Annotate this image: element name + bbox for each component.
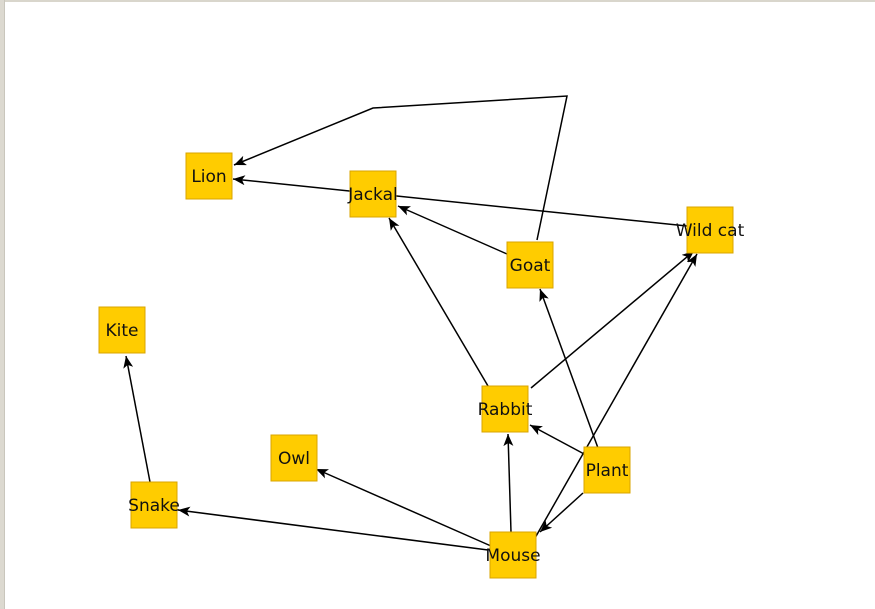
edge-goat-to-jackal [397, 205, 508, 255]
edge-mouse-to-snake [177, 506, 489, 551]
edge-snake-to-kite [123, 355, 151, 483]
node-lion[interactable]: Lion [185, 152, 233, 200]
node-plant[interactable]: Plant [583, 446, 631, 494]
node-goat[interactable]: Goat [506, 241, 554, 289]
node-label: Owl [278, 449, 310, 469]
node-jackal[interactable]: Jackal [347, 170, 398, 218]
edge-plant-to-goat [539, 288, 599, 449]
node-label: Jackal [347, 185, 397, 205]
edge-mouse-to-rabbit [503, 433, 514, 533]
edge-rabbit-to-wildcat [530, 250, 695, 389]
edge-goat-to-lion [233, 95, 568, 241]
edge-mouse-to-wildcat [534, 253, 698, 539]
node-wildcat[interactable]: Wild cat [676, 206, 745, 254]
node-kite[interactable]: Kite [98, 306, 146, 354]
node-box[interactable] [130, 481, 178, 529]
node-owl[interactable]: Owl [270, 434, 318, 482]
node-label: Rabbit [478, 400, 533, 420]
node-box[interactable] [506, 241, 554, 289]
node-box[interactable] [686, 206, 734, 254]
node-box[interactable] [489, 531, 537, 579]
node-label: Mouse [485, 546, 540, 566]
node-label: Kite [106, 321, 139, 341]
node-label: Goat [510, 256, 551, 276]
node-box[interactable] [349, 170, 397, 218]
node-label: Wild cat [676, 221, 745, 241]
window-frame-left [0, 0, 5, 609]
node-box[interactable] [98, 306, 146, 354]
node-snake[interactable]: Snake [128, 481, 180, 529]
edges-layer [123, 95, 698, 551]
edge-mouse-to-owl [315, 468, 492, 547]
node-box[interactable] [481, 385, 529, 433]
node-label: Lion [191, 167, 226, 187]
node-mouse[interactable]: Mouse [485, 531, 541, 579]
edge-plant-to-mouse [539, 492, 584, 533]
node-box[interactable] [185, 152, 233, 200]
edge-wildcat-to-lion [232, 175, 688, 227]
node-label: Snake [128, 496, 180, 516]
node-box[interactable] [583, 446, 631, 494]
edge-plant-to-rabbit [529, 424, 587, 456]
node-box[interactable] [270, 434, 318, 482]
node-rabbit[interactable]: Rabbit [478, 385, 533, 433]
window-frame-top [0, 0, 875, 2]
node-label: Plant [586, 461, 629, 481]
edge-rabbit-to-jackal [388, 217, 489, 387]
